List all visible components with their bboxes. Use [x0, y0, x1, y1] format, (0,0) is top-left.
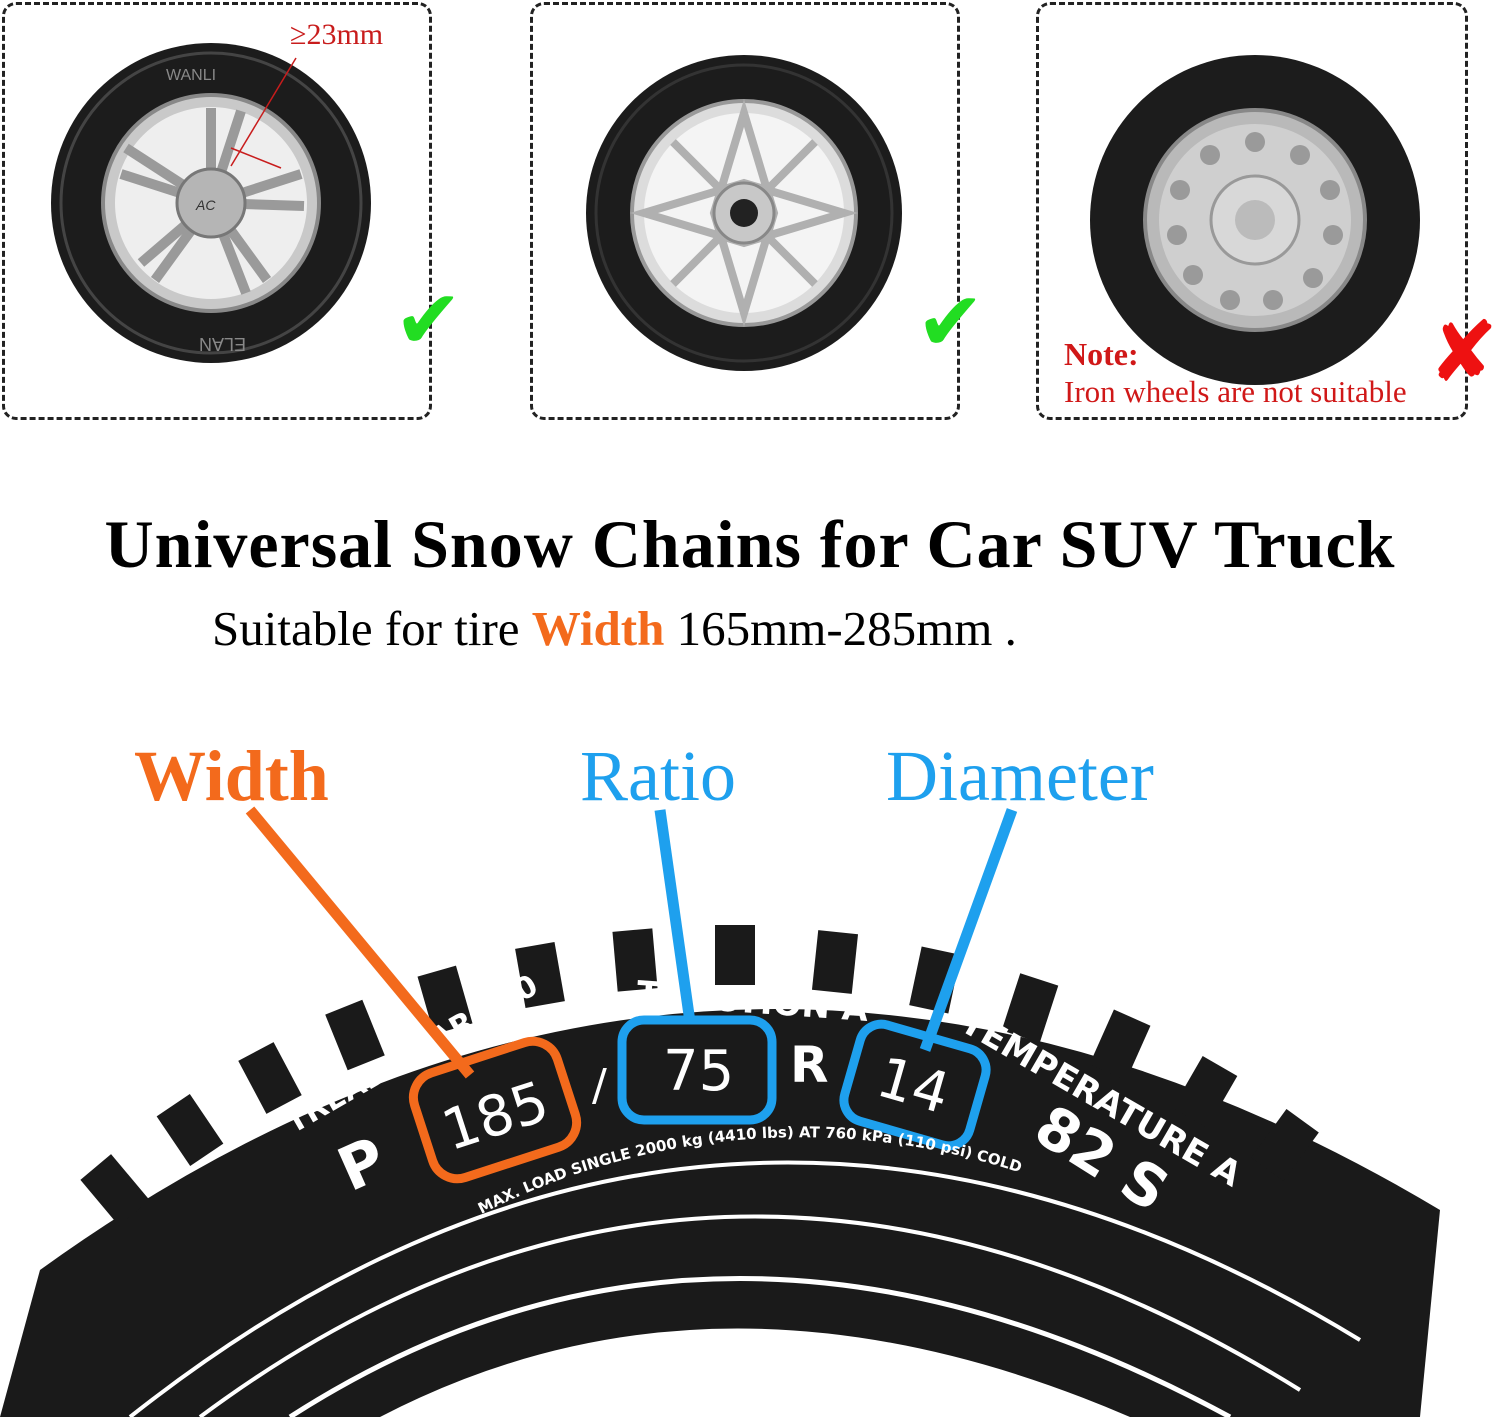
- subline-suffix: 165mm-285mm .: [664, 601, 1017, 656]
- wheel-panel-alloy-1: [2, 2, 432, 420]
- callout-width-label: Width: [134, 736, 329, 816]
- tire-ratio-value: 75: [663, 1039, 734, 1104]
- wheel-panel-iron: [1036, 2, 1468, 420]
- check-icon-2: ✔: [916, 275, 985, 370]
- sidewall-text-top: WANLI: [166, 67, 216, 84]
- diameter-leader-line: [919, 808, 1018, 1052]
- width-leader-line: [245, 806, 475, 1079]
- ratio-leader-line: [654, 809, 696, 1023]
- tire-construction-r: R: [790, 1036, 829, 1094]
- headline: Universal Snow Chains for Car SUV Truck: [104, 506, 1396, 582]
- sidewall-text-bottom: ELAN: [199, 334, 246, 354]
- tire-sidewall-diagram: TREADWEAR 360 TRACTION A TEMPERATURE A P…: [0, 806, 1440, 1417]
- note-title: Note:: [1064, 336, 1139, 372]
- callout-diameter-label: Diameter: [886, 736, 1154, 816]
- hub-logo-text: AC: [195, 197, 216, 213]
- callout-ratio-label: Ratio: [580, 736, 736, 816]
- check-icon-1: ✔: [394, 273, 463, 368]
- subline: Suitable for tire Width 165mm-285mm .: [212, 600, 1017, 657]
- note-text: Iron wheels are not suitable: [1064, 374, 1407, 409]
- rim-clearance-label: ≥23mm: [290, 18, 384, 51]
- width-highlight-box: [408, 1036, 582, 1184]
- wheel-panel-alloy-2: [530, 2, 960, 420]
- ratio-highlight-box: [617, 1015, 777, 1125]
- tread-lugs: [80, 925, 1395, 1241]
- subline-accent: Width: [531, 601, 665, 656]
- alloy-wheel-image-2: [586, 55, 902, 371]
- iron-wheel-image: [1090, 55, 1420, 385]
- x-icon: ✘: [1428, 303, 1499, 401]
- tire-slash: /: [592, 1060, 607, 1111]
- subline-prefix: Suitable for tire: [212, 601, 532, 656]
- alloy-wheel-image-1: AC WANLI ELAN: [51, 43, 371, 363]
